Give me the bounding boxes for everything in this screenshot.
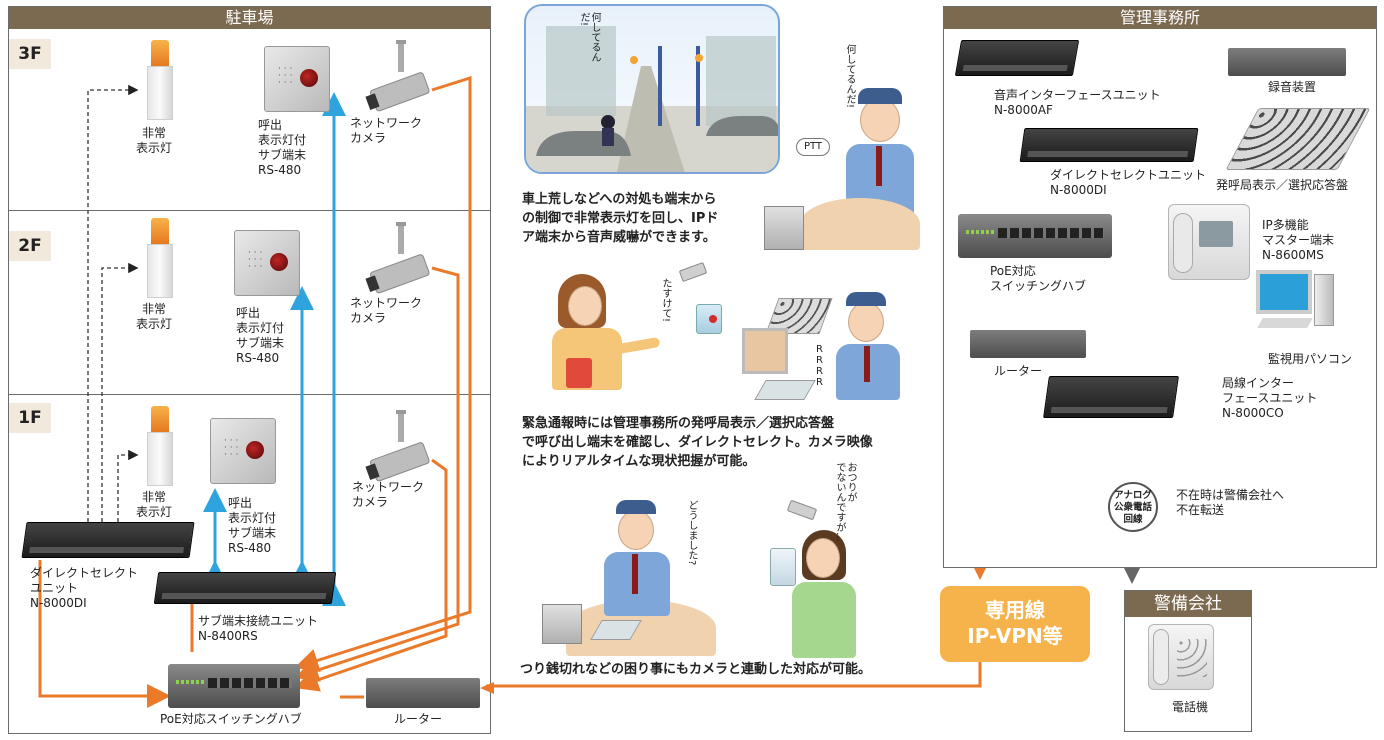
call-station-panel-label: 発呼局表示／選択応答盤 xyxy=(1216,178,1349,192)
ring-sound: RRRR xyxy=(816,344,823,388)
customer-illustration xyxy=(790,530,870,660)
parking-title: 駐車場 xyxy=(9,7,490,29)
sub-terminal-unit-label: サブ端末接続ユニット N-8400RS xyxy=(198,614,319,643)
master-terminal-label: IP多機能 マスター端末 N-8600MS xyxy=(1262,218,1335,262)
ptt-button: PTT xyxy=(796,138,830,156)
audio-interface-unit xyxy=(954,40,1080,76)
floor-divider-1f xyxy=(9,394,490,395)
floor-label-2f: 2F xyxy=(9,231,51,261)
emergency-light-3f xyxy=(147,40,173,120)
floor-label-1f: 1F xyxy=(9,403,51,433)
master-terminal xyxy=(1168,204,1250,280)
emergency-light-1f xyxy=(147,406,173,486)
vpn-box: 専用線 IP-VPN等 xyxy=(940,586,1090,662)
router-parking-label: ルーター xyxy=(394,712,443,726)
direct-select-unit-office-label: ダイレクトセレクトユニット N-8000DI xyxy=(1050,168,1207,197)
emergency-light-label-2f: 非常 表示灯 xyxy=(136,302,173,331)
security-phone-label: 電話機 xyxy=(1172,700,1209,714)
sub-terminal-1f: · · ·· · ·· · · xyxy=(210,418,276,484)
emergency-light-label-1f: 非常 表示灯 xyxy=(136,490,173,519)
poe-hub-office xyxy=(958,214,1112,258)
sub-terminal-3f: · · ·· · ·· · · xyxy=(264,46,330,112)
security-panel: 警備会社 xyxy=(1124,590,1252,732)
scene-caption-1: 車上荒しなどへの対処も端末から の制御で非常表示灯を回し、IPド ア端末から音声… xyxy=(522,192,719,245)
floor-label-3f: 3F xyxy=(9,39,51,69)
guard-illustration-2 xyxy=(832,290,912,400)
sub-terminal-label-1f: 呼出 表示灯付 サブ端末 RS-480 xyxy=(228,496,277,555)
security-title: 警備会社 xyxy=(1125,591,1251,617)
door-terminal-scene xyxy=(770,548,796,586)
recorder xyxy=(1228,48,1346,76)
line-interface-label: 局線インター フェースユニット N-8000CO xyxy=(1222,376,1318,420)
scene-caption-2: 緊急通報時には管理事務所の発呼局表示／選択応答盤 で呼び出し端末を確認し、ダイレ… xyxy=(522,416,873,469)
shout-bubble-2: 何してるんだ! xyxy=(844,44,855,109)
sub-terminal-label-3f: 呼出 表示灯付 サブ端末 RS-480 xyxy=(258,118,307,177)
network-camera-label-2f: ネットワーク カメラ xyxy=(350,296,423,325)
router-parking xyxy=(366,678,480,708)
sub-terminal-2f: · · ·· · ·· · · xyxy=(234,230,300,296)
network-camera-2f xyxy=(365,222,430,294)
desk-terminal-3 xyxy=(542,604,582,644)
scene-car-tampering xyxy=(524,4,780,174)
emergency-light-label-3f: 非常 表示灯 xyxy=(136,126,173,155)
what-happened-shout: どうしました? xyxy=(686,500,697,566)
poe-hub-parking-label: PoE対応スイッチングハブ xyxy=(160,712,302,726)
recorder-label: 録音装置 xyxy=(1268,80,1317,94)
emergency-light-2f xyxy=(147,218,173,298)
monitor-pc-label: 監視用パソコン xyxy=(1268,352,1353,366)
network-camera-label-1f: ネットワーク カメラ xyxy=(352,480,425,509)
network-camera-1f xyxy=(365,410,430,482)
desk-terminal-1 xyxy=(764,206,804,250)
network-camera-label-3f: ネットワーク カメラ xyxy=(350,116,423,145)
video-monitor-scene xyxy=(742,328,788,374)
direct-select-unit-parking-label: ダイレクトセレクト ユニット N-8000DI xyxy=(30,566,139,610)
audio-interface-label: 音声インターフェースユニット N-8000AF xyxy=(994,88,1161,117)
no-change-shout: おつりが でないんですが… xyxy=(834,462,856,542)
security-phone xyxy=(1148,624,1214,690)
office-title: 管理事務所 xyxy=(944,7,1376,29)
sub-terminal-unit xyxy=(153,572,337,604)
handbag xyxy=(566,358,592,388)
absence-transfer-label: 不在時は警備会社へ 不在転送 xyxy=(1176,488,1285,517)
shout-bubble-1: 何してるんだ! xyxy=(578,12,600,62)
sub-terminal-label-2f: 呼出 表示灯付 サブ端末 RS-480 xyxy=(236,306,285,365)
poe-hub-office-label: PoE対応 スイッチングハブ xyxy=(990,264,1087,293)
call-button-panel-scene xyxy=(696,304,722,334)
direct-select-unit-office xyxy=(1019,128,1199,162)
router-office xyxy=(970,330,1086,358)
poe-hub-parking xyxy=(168,664,300,708)
analog-line-badge: アナログ 公衆電話 回線 xyxy=(1108,482,1158,532)
line-interface-unit xyxy=(1043,376,1179,418)
help-shout: たすけて! xyxy=(660,278,671,323)
network-camera-3f xyxy=(365,40,430,112)
monitor-pc xyxy=(1256,270,1334,332)
router-office-label: ルーター xyxy=(994,364,1043,378)
parking-scene-illustration xyxy=(526,26,778,172)
floor-divider-2f xyxy=(9,210,490,211)
desk-1 xyxy=(800,198,920,250)
direct-select-unit-parking xyxy=(21,522,195,558)
guard-illustration-3 xyxy=(598,496,678,616)
scene-caption-3: つり銭切れなどの困り事にもカメラと連動した対応が可能。 xyxy=(520,662,872,677)
